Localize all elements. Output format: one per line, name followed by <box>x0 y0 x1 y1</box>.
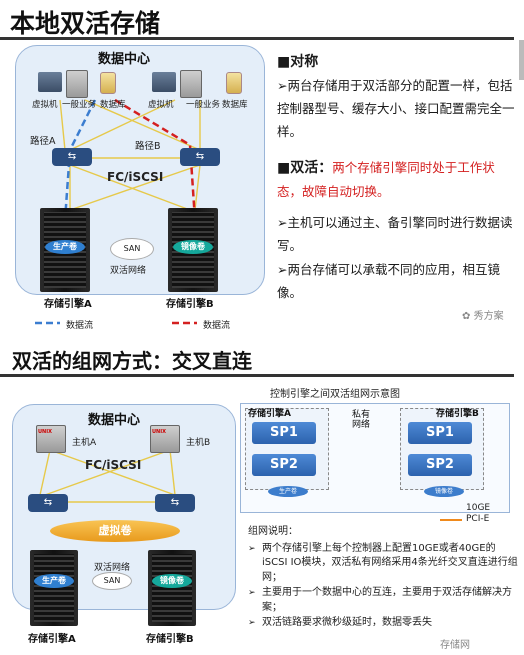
biz-label-2: 一般业务 <box>186 100 221 110</box>
watermark-2: 存储网 <box>440 640 470 651</box>
datacenter-label-2: 数据中心 <box>88 413 141 428</box>
section2-title: 双活的组网方式：交叉直连 <box>12 349 252 373</box>
symmetry-heading: ■对称 <box>277 54 319 70</box>
vm-icon <box>38 72 62 92</box>
db-label-2: 数据库 <box>222 100 248 110</box>
server-icon <box>180 70 202 98</box>
storage-engine-a-icon-2 <box>30 550 78 626</box>
mirror-volume-2: 镜像卷 <box>152 574 192 588</box>
vm-icon <box>152 72 176 92</box>
section1-divider <box>0 37 514 40</box>
host-b-icon <box>150 425 180 453</box>
engine-a-label-2: 存储引擎A <box>28 634 76 645</box>
sp2-b: SP2 <box>408 454 472 476</box>
fc-iscsi-label: FC/iSCSI <box>107 170 164 184</box>
biz-label-1: 一般业务 <box>62 100 97 110</box>
legend-pcie: PCI-E <box>466 514 490 524</box>
sp1-b: SP1 <box>408 422 472 444</box>
ctrl-engine-b-label: 存储引擎B <box>436 409 479 419</box>
private-network-label: 私有网络 <box>352 410 371 430</box>
host-a-icon <box>36 425 66 453</box>
vm-label-1: 虚拟机 <box>32 100 58 110</box>
networking-notes: 组网说明： 两个存储引擎上每个控制器上配置10GE或者40GE的iSCSI IO… <box>248 525 518 632</box>
sp1-a: SP1 <box>252 422 316 444</box>
path-b-label: 路径B <box>135 141 161 152</box>
server-icon <box>66 70 88 98</box>
engine-b-label: 存储引擎B <box>166 299 214 310</box>
database-icon <box>226 72 242 94</box>
notes-title: 组网说明： <box>248 526 298 537</box>
fc-iscsi-label-2: FC/iSCSI <box>85 458 142 472</box>
note-item: 两个存储引擎上每个控制器上配置10GE或者40GE的iSCSI IO模块，双活私… <box>248 542 518 586</box>
database-icon <box>100 72 116 94</box>
san-cloud-icon-2: SAN <box>92 572 132 590</box>
switch-a-icon-2: ⇆ <box>28 494 68 512</box>
note-item: 主要用于一个数据中心的互连，主要用于双活存储解决方案； <box>248 586 518 615</box>
storage-engine-b-icon-2 <box>148 550 196 626</box>
legend-10ge: 10GE <box>466 503 491 513</box>
db-label-1: 数据库 <box>100 100 126 110</box>
ctrl-mirror-volume: 镜像卷 <box>424 486 464 497</box>
active-active-text-2: ➢两台存储可以承载不同的应用，相互镜像。 <box>277 262 500 300</box>
engine-b-label-2: 存储引擎B <box>146 634 194 645</box>
engine-b-box <box>400 408 484 490</box>
host-b-label: 主机B <box>186 438 211 448</box>
dual-network-label-2: 双活网络 <box>94 563 131 573</box>
watermark-1: ✿ 秀方案 <box>462 307 504 322</box>
note-item: 双活链路要求微秒级延时，数据零丢失 <box>248 616 518 631</box>
wechat-icon: ✿ <box>462 311 471 322</box>
sp2-a: SP2 <box>252 454 316 476</box>
active-active-text-1: ➢主机可以通过主、备引擎同时进行数据读写。 <box>277 215 513 253</box>
active-active-heading: ■双活：两个存储引擎同时处于工作状态，故障自动切换。 <box>277 160 495 199</box>
section2-divider <box>0 374 514 377</box>
production-volume-2: 生产卷 <box>34 574 74 588</box>
switch-b-icon: ⇆ <box>180 148 220 166</box>
mirror-volume: 镜像卷 <box>173 240 213 254</box>
virtual-volume: 虚拟卷 <box>50 520 180 542</box>
vm-label-2: 虚拟机 <box>148 100 174 110</box>
ctrl-engine-a-label: 存储引擎A <box>248 409 291 419</box>
datacenter-label: 数据中心 <box>98 52 151 67</box>
legend-blue-label: 数据流 <box>66 321 94 331</box>
host-a-label: 主机A <box>72 438 97 448</box>
scrollbar[interactable] <box>519 40 524 80</box>
switch-a-icon: ⇆ <box>52 148 92 166</box>
engine-a-label: 存储引擎A <box>44 299 92 310</box>
controller-diagram-title: 控制引擎之间双活组网示意图 <box>270 389 400 400</box>
path-a-label: 路径A <box>30 136 56 147</box>
san-cloud-icon: SAN <box>110 238 154 260</box>
dual-network-label: 双活网络 <box>110 266 147 276</box>
symmetry-text: ➢两台存储用于双活部分的配置一样，包括控制器型号、缓存大小、接口配置需完全一样。 <box>277 78 515 139</box>
legend-red-label: 数据流 <box>203 321 231 331</box>
ctrl-production-volume: 生产卷 <box>268 486 308 497</box>
switch-b-icon-2: ⇆ <box>155 494 195 512</box>
engine-a-box <box>245 408 329 490</box>
production-volume: 生产卷 <box>45 240 85 254</box>
section1-title: 本地双活存储 <box>10 9 161 38</box>
watermark-1-text: 秀方案 <box>473 311 504 322</box>
